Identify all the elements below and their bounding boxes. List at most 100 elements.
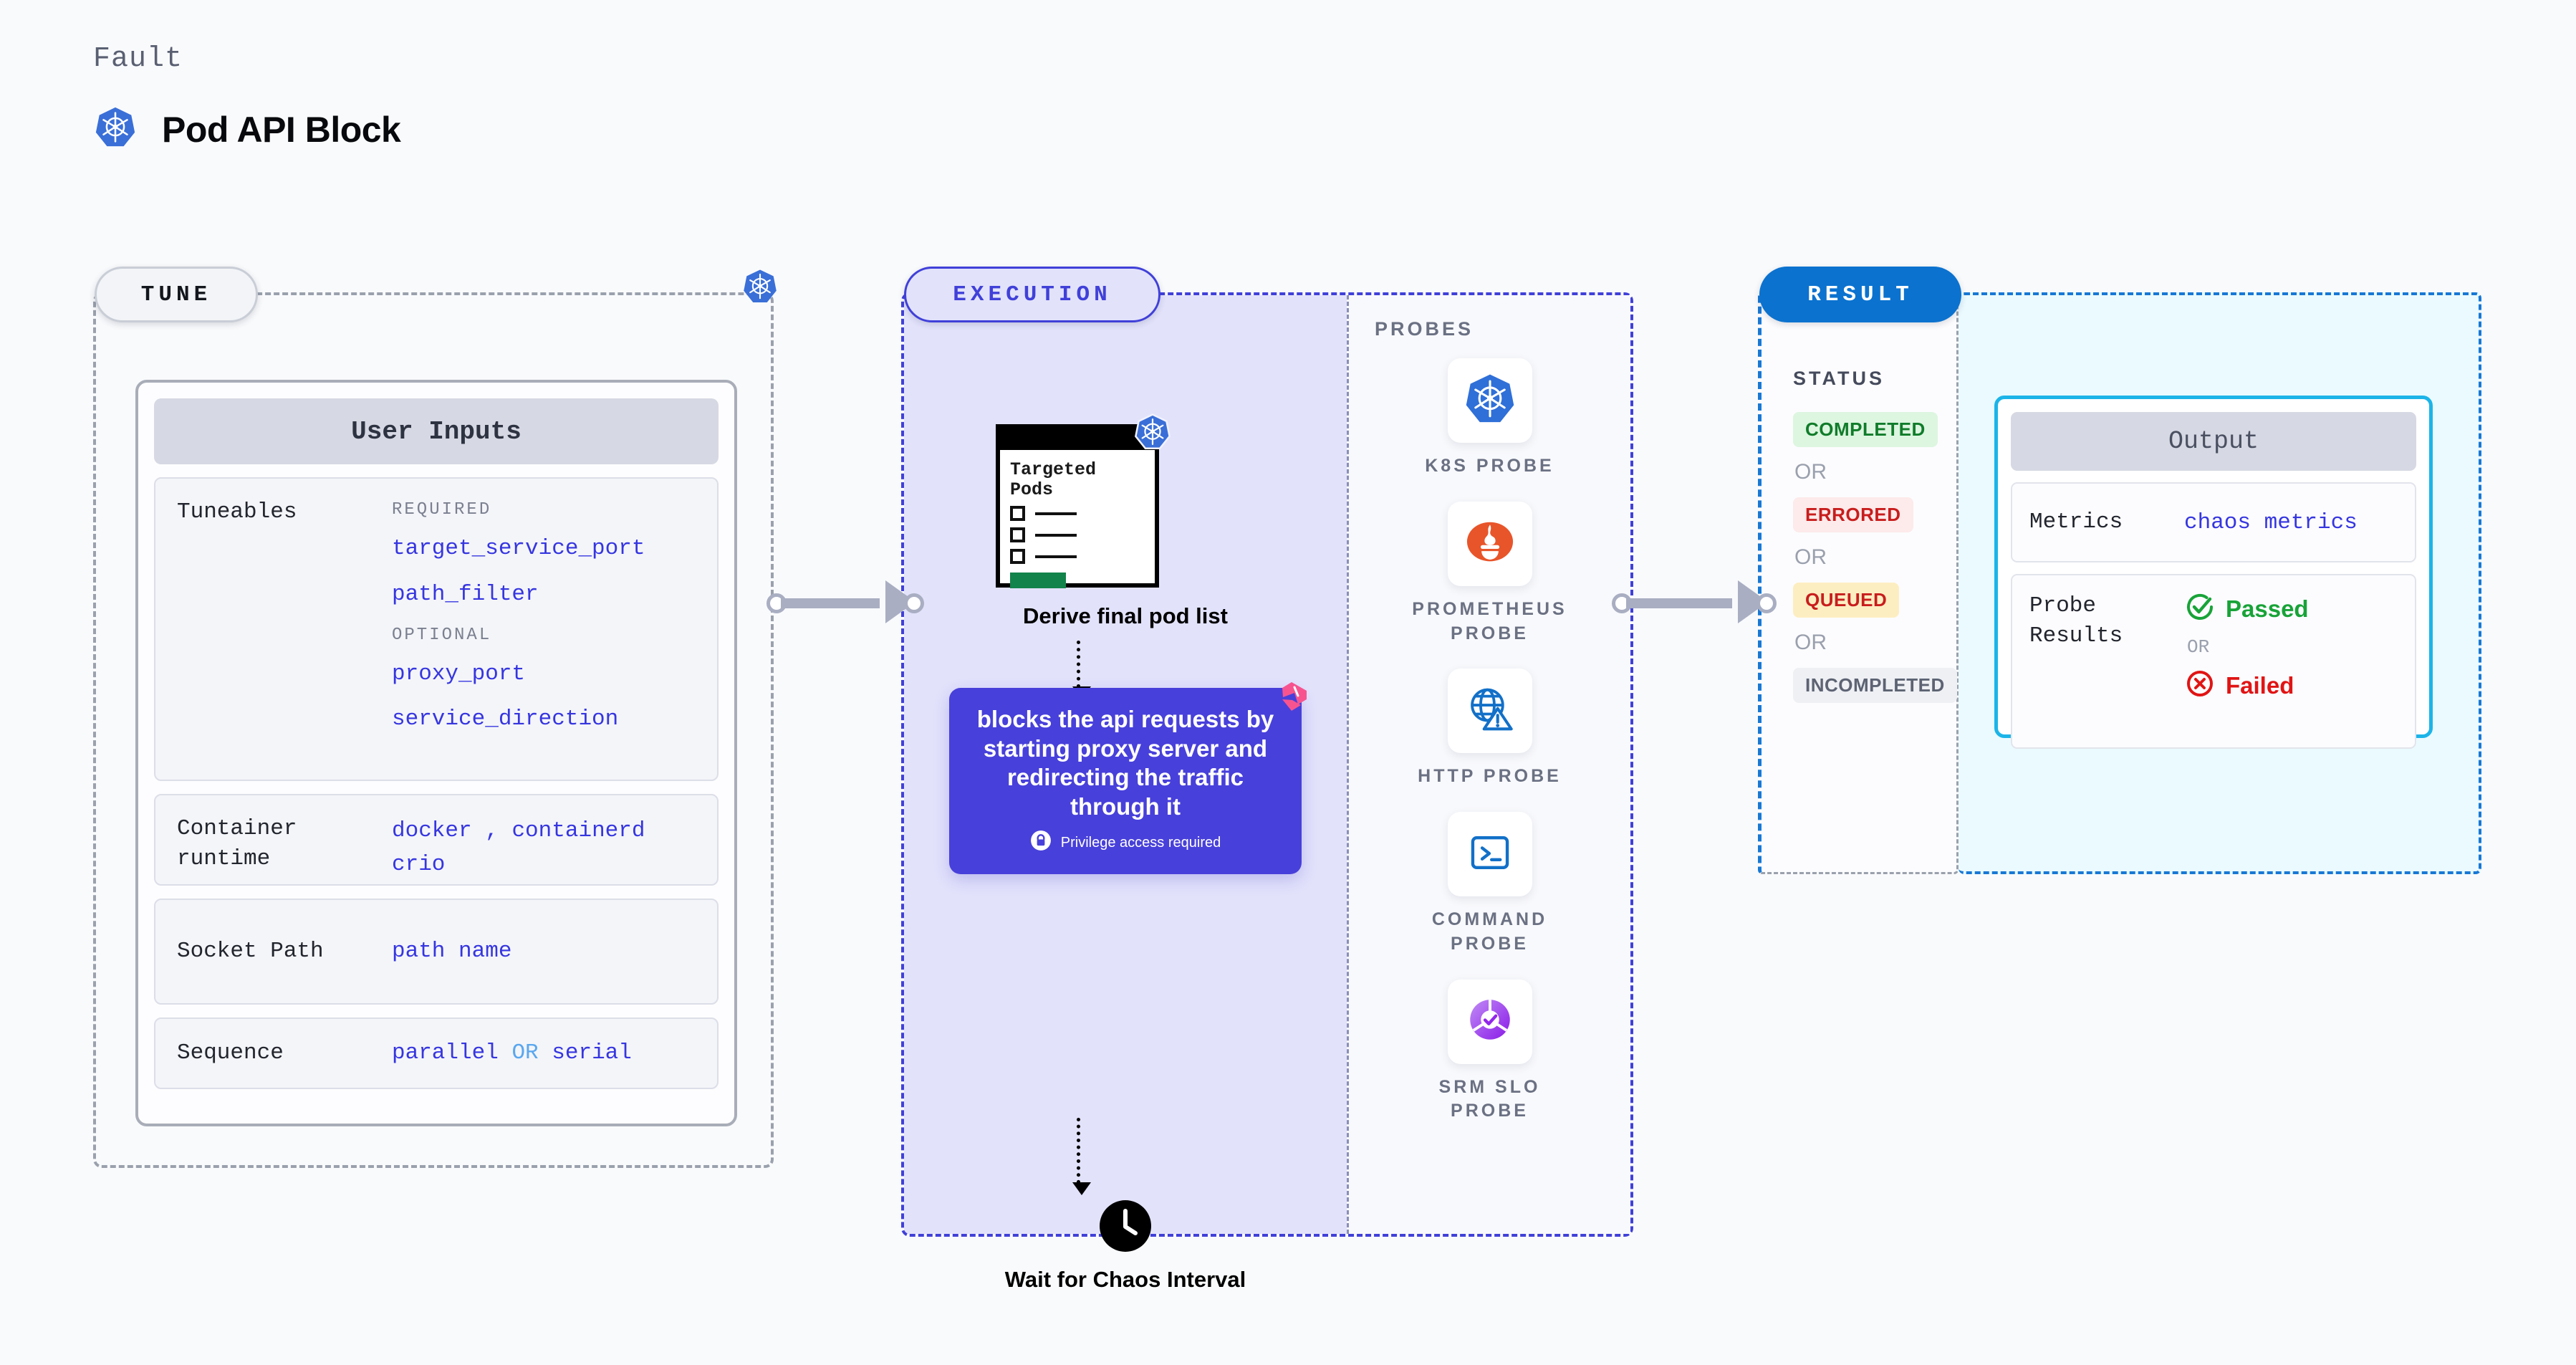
kubernetes-icon [1133,413,1172,455]
lock-icon [1030,830,1052,856]
terminal-icon [1465,828,1515,881]
globe-warning-icon [1463,682,1517,740]
action-description: blocks the api requests by starting prox… [976,706,1274,820]
checkbox-icon [1010,549,1025,564]
flow-arrow-down [1072,1118,1091,1195]
container-runtime-label: Container runtime [177,816,297,871]
flow-arrow-down [1072,641,1091,699]
pods-card-titlebar [1000,428,1155,450]
targeted-pods-card: Targeted Pods [996,413,1171,588]
prometheus-flame-icon [1463,514,1517,573]
checkbox-icon [1010,527,1025,542]
tuneables-values: REQUIRED target_service_port path_filter… [392,497,645,747]
x-circle-icon [2184,668,2216,703]
page-header: Fault Pod API Block [93,43,401,153]
probe-label: SRM SLO PROBE [1438,1076,1541,1121]
socket-path-row: Socket Path path name [154,899,719,1005]
sequence-parallel[interactable]: parallel [392,1040,499,1066]
verdict-failed: Failed [2184,668,2309,703]
tune-panel-tag: TUNE [95,267,258,322]
probes-heading: PROBES [1375,318,1474,340]
probe-command[interactable]: COMMAND PROBE [1397,812,1583,957]
pod-checkbox-row [1010,506,1145,521]
wait-node: Wait for Chaos Interval [904,1199,1347,1293]
verdict-failed-text: Failed [2226,671,2294,699]
status-badge-errored: ERRORED [1793,497,1913,532]
probe-tile[interactable] [1447,979,1532,1064]
verdict-passed-text: Passed [2226,595,2309,622]
kubernetes-icon [93,105,138,153]
probe-label: K8S PROBE [1425,456,1554,476]
pod-checkbox-row [1010,527,1145,542]
sequence-label: Sequence [177,1040,284,1066]
status-or: OR [1794,631,1827,654]
wait-label: Wait for Chaos Interval [1004,1267,1246,1292]
verdict-or: OR [2187,636,2210,658]
probe-prometheus[interactable]: PROMETHEUS PROBE [1397,501,1583,646]
status-heading: STATUS [1793,368,1885,389]
socket-path-label: Socket Path [177,939,324,964]
kubernetes-icon [741,268,779,309]
optional-heading: OPTIONAL [392,625,492,645]
status-badge-queued: QUEUED [1793,583,1900,618]
derive-pod-list-label: Derive final pod list [1023,603,1228,628]
tune-panel: User Inputs Tuneables REQUIRED target_se… [93,292,774,1168]
pod-rule [1035,533,1077,537]
probe-label: PROMETHEUS PROBE [1412,598,1567,643]
pods-card-body: Targeted Pods [1000,450,1155,588]
verdict-passed: Passed [2184,591,2309,626]
socket-path-value[interactable]: path name [392,939,512,964]
output-region: Output Metrics chaos metrics Probe Resul… [1959,292,2481,874]
probe-k8s[interactable]: K8S PROBE [1397,358,1583,479]
metrics-label: Metrics [2029,509,2123,535]
connector-execution-to-result [1612,580,1777,623]
check-circle-icon [2184,591,2216,626]
status-or: OR [1794,460,1827,484]
probe-tile[interactable] [1447,669,1532,754]
pod-checkbox-row [1010,549,1145,564]
metrics-row: Metrics chaos metrics [2011,482,2416,562]
execution-panel: Targeted Pods Der [901,292,1633,1292]
privilege-note-text: Privilege access required [1060,834,1221,851]
probe-srm-slo[interactable]: SRM SLO PROBE [1397,979,1583,1124]
tuneable-item[interactable]: target_service_port [392,536,645,562]
kubernetes-icon [1463,372,1517,430]
tuneable-item[interactable]: path_filter [392,581,539,607]
sequence-serial[interactable]: serial [552,1040,632,1066]
pod-rule [1035,555,1077,558]
result-panel-tag: RESULT [1759,267,1961,322]
probe-tile[interactable] [1447,358,1532,443]
connector-tune-to-execution [766,580,924,623]
result-status-panel: STATUS COMPLETED OR ERRORED OR QUEUED OR… [1758,292,1959,874]
probe-results-row: Probe Results Passed OR [2011,574,2416,749]
probe-label: COMMAND PROBE [1431,909,1548,954]
pods-card-title: Targeted Pods [1010,459,1097,500]
runtime-docker[interactable]: docker [392,818,472,843]
status-list: COMPLETED OR ERRORED OR QUEUED OR INCOMP… [1793,412,1957,703]
probe-label: HTTP PROBE [1418,766,1562,787]
clock-icon [1099,1199,1152,1256]
privilege-note: Privilege access required [949,830,1302,856]
srm-slo-donut-icon [1464,993,1517,1050]
runtime-crio[interactable]: crio [392,852,446,878]
sequence-row: Sequence parallel OR serial [154,1017,719,1089]
tuneable-item[interactable]: service_direction [392,707,619,732]
tuneables-row: Tuneables REQUIRED target_service_port p… [154,477,719,781]
tuneables-label: Tuneables [177,499,297,525]
probe-verdicts: Passed OR Failed [2184,591,2309,703]
action-card: blocks the api requests by starting prox… [949,682,1307,874]
probe-tile[interactable] [1447,812,1532,896]
metrics-value[interactable]: chaos metrics [2184,509,2358,535]
pod-rule [1035,512,1077,515]
tuneable-item[interactable]: proxy_port [392,661,526,687]
runtime-containerd[interactable]: containerd [511,818,645,843]
runtime-separator: , [485,818,499,843]
status-or: OR [1794,545,1827,569]
page-title: Pod API Block [162,109,401,150]
output-card: Output Metrics chaos metrics Probe Resul… [1994,396,2433,749]
probe-tile[interactable] [1447,501,1532,586]
probe-http[interactable]: HTTP PROBE [1397,669,1583,789]
required-heading: REQUIRED [392,500,492,519]
sequence-or: OR [511,1040,539,1066]
container-runtime-row: Container runtime docker , containerd cr… [154,794,719,886]
